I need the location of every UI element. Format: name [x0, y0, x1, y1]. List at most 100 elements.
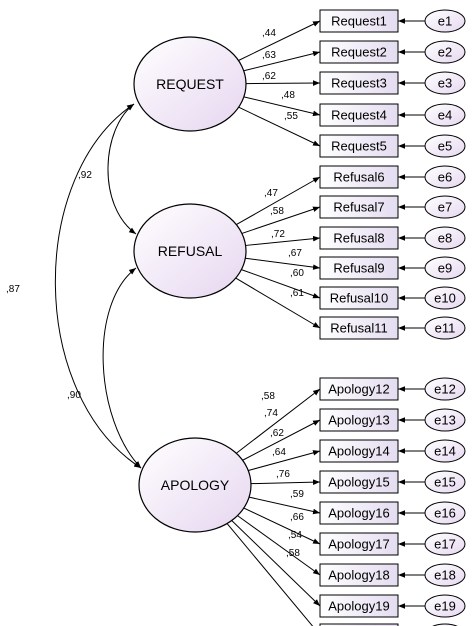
- indicator-apology19: Apology19: [319, 594, 399, 618]
- error-label: e1: [438, 14, 452, 29]
- indicator-box: [319, 40, 399, 64]
- error-label: e12: [434, 382, 456, 397]
- error-label: e17: [434, 537, 456, 552]
- error-ellipse: [424, 134, 466, 158]
- error-label: e4: [438, 108, 452, 123]
- latent-label: REQUEST: [156, 76, 224, 92]
- indicator-refusal8: Refusal8: [319, 226, 399, 250]
- indicator-box: [319, 195, 399, 219]
- covariance-arc-request-refusal: [107, 103, 137, 235]
- indicator-box: [319, 71, 399, 95]
- loading-value: ,63: [262, 50, 276, 61]
- error-ellipse: [424, 195, 466, 219]
- indicator-label: Apology16: [328, 506, 389, 521]
- error-e17: e17: [424, 532, 466, 556]
- loading-value: ,61: [290, 288, 304, 299]
- loading-value: ,58: [286, 548, 300, 559]
- error-e10: e10: [424, 286, 466, 310]
- loading-value: ,47: [264, 188, 278, 199]
- covariance-value: ,87: [6, 284, 20, 295]
- error-label: e14: [434, 444, 456, 459]
- loading-value: ,48: [281, 90, 295, 101]
- indicator-apology12: Apology12: [319, 377, 399, 401]
- error-ellipse: [424, 165, 466, 189]
- indicator-refusal9: Refusal9: [319, 256, 399, 280]
- error-e3: e3: [424, 71, 466, 95]
- loading-arrow: [238, 106, 321, 147]
- error-e1: e1: [424, 9, 466, 33]
- error-e5: e5: [424, 134, 466, 158]
- loading-value: ,74: [264, 408, 278, 419]
- loading-arrow: [245, 235, 321, 246]
- error-ellipse: [424, 408, 466, 432]
- loading-arrow: [231, 520, 321, 607]
- loading-arrow: [243, 50, 321, 72]
- loading-value: ,60: [290, 268, 304, 279]
- error-e2: e2: [424, 40, 466, 64]
- loading-arrow: [237, 515, 321, 576]
- indicator-box: [319, 532, 399, 556]
- indicator-box: [319, 501, 399, 525]
- indicator-label: Refusal7: [333, 200, 384, 215]
- error-ellipse: [424, 532, 466, 556]
- error-e18: e18: [424, 563, 466, 587]
- loading-value: ,67: [288, 248, 302, 259]
- error-e4: e4: [424, 103, 466, 127]
- loading-value: ,58: [270, 206, 284, 217]
- error-e14: e14: [424, 439, 466, 463]
- indicator-box: [319, 286, 399, 310]
- loading-value: ,72: [271, 229, 285, 240]
- indicator-label: Refusal9: [333, 261, 384, 276]
- error-label: e15: [434, 475, 456, 490]
- indicator-label: Request4: [331, 108, 387, 123]
- indicator-box: [319, 470, 399, 494]
- indicator-label: Refusal11: [330, 321, 388, 336]
- latent-refusal: REFUSAL: [133, 203, 247, 299]
- indicator-label: Refusal6: [333, 170, 384, 185]
- error-ellipse: [424, 226, 466, 250]
- error-e19: e19: [424, 594, 466, 618]
- covariance-arc-refusal-apology: [102, 267, 142, 469]
- error-e6: e6: [424, 165, 466, 189]
- indicator-box: [319, 9, 399, 33]
- indicator-label: Request2: [331, 45, 387, 60]
- indicator-box: [319, 134, 399, 158]
- error-ellipse: [424, 316, 466, 340]
- indicator-refusal6: Refusal6: [319, 165, 399, 189]
- error-ellipse: [424, 470, 466, 494]
- error-label: e7: [438, 200, 452, 215]
- latent-request: REQUEST: [133, 36, 247, 132]
- loading-arrow: [243, 507, 321, 545]
- loading-value: ,66: [290, 512, 304, 523]
- error-ellipse: [424, 103, 466, 127]
- error-ellipse: [424, 9, 466, 33]
- latent-label: REFUSAL: [158, 243, 223, 259]
- error-ellipse: [424, 377, 466, 401]
- indicator-label: Apology14: [328, 444, 389, 459]
- edges-layer: [54, 18, 425, 626]
- indicator-box: [319, 316, 399, 340]
- loading-arrow: [226, 523, 314, 626]
- indicator-apology16: Apology16: [319, 501, 399, 525]
- loading-arrow: [238, 20, 321, 61]
- error-e7: e7: [424, 195, 466, 219]
- loading-arrow: [245, 257, 321, 270]
- loading-arrow: [241, 269, 321, 299]
- error-label: e13: [434, 413, 456, 428]
- loading-arrow: [243, 96, 321, 117]
- error-label: e10: [434, 291, 456, 306]
- indicator-label: Apology13: [328, 413, 389, 428]
- indicator-request4: Request4: [319, 103, 399, 127]
- indicator-label: Request5: [331, 139, 387, 154]
- error-ellipse: [424, 256, 466, 280]
- error-label: e18: [434, 568, 456, 583]
- covariance-value: ,92: [78, 170, 92, 181]
- indicator-apology14: Apology14: [319, 439, 399, 463]
- covariance-arc-request-apology: [54, 103, 142, 469]
- indicator-box: [319, 623, 399, 626]
- loading-arrow: [235, 277, 321, 329]
- error-ellipse: [424, 439, 466, 463]
- indicator-label: Request3: [331, 76, 387, 91]
